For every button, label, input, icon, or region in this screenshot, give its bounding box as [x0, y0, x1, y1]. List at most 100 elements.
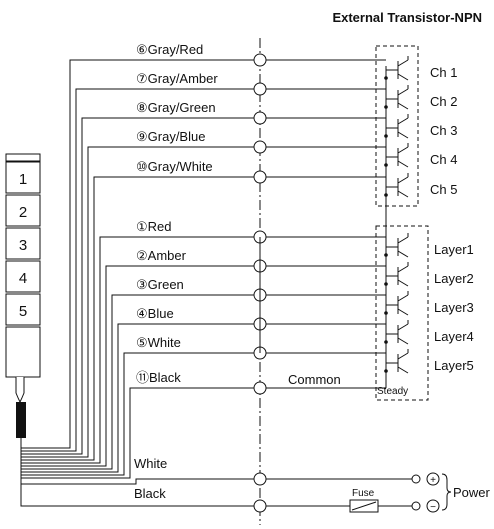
bus-junction: [384, 369, 388, 373]
transistor-emitter: [397, 73, 409, 81]
tower-module-2: [5, 194, 41, 227]
wire-bundle: [20, 53, 387, 507]
transistor-collector: [397, 88, 409, 96]
transistor-collector: [397, 176, 409, 184]
layer-label: Layer2: [434, 271, 474, 286]
wire-node: [253, 381, 267, 395]
transistor-collector: [397, 59, 409, 67]
wire-node: [253, 170, 267, 184]
signal-wire: [20, 236, 254, 464]
layer-label: Layer4: [434, 329, 474, 344]
wire-label: ④Blue: [136, 306, 174, 321]
channel-label: Ch 2: [430, 94, 457, 109]
layer-transistors: [384, 233, 409, 374]
transistor-emitter: [397, 102, 409, 110]
bus-junction: [384, 340, 388, 344]
fuse-element: [351, 501, 377, 511]
steady-label: Steady: [377, 386, 408, 397]
tower-module-5: [5, 293, 41, 326]
bus-junction: [384, 134, 388, 138]
layer-label: Layer5: [434, 358, 474, 373]
signal-wire: [20, 146, 254, 458]
channel-transistor: [384, 173, 409, 198]
layer-label: Layer3: [434, 300, 474, 315]
tower-number: 3: [19, 237, 27, 254]
transistor-collector: [397, 236, 409, 244]
plus-sign-circle: [426, 472, 440, 486]
layer-transistor: [384, 291, 409, 316]
power-white-node: [253, 472, 267, 486]
wire-label: ⑩Gray/White: [136, 159, 213, 174]
tower-module-4: [5, 260, 41, 293]
wire-label: ⑦Gray/Amber: [136, 71, 218, 86]
wire-label: ⑪Black: [136, 370, 181, 385]
channel-transistor: [384, 143, 409, 168]
wire-label: ⑤White: [136, 335, 181, 350]
wire-label: ⑧Gray/Green: [136, 100, 216, 115]
tower-number: 1: [19, 171, 27, 188]
power-black-label: Black: [134, 486, 166, 501]
power-black-node: [253, 499, 267, 513]
tower-number: 2: [19, 204, 27, 221]
channel-transistor: [384, 56, 409, 81]
power-label: Power: [453, 485, 491, 500]
wire-node: [253, 140, 267, 154]
bus-junction: [384, 163, 388, 167]
transistor-collector: [397, 265, 409, 273]
layer-transistor: [384, 262, 409, 287]
common-label: Common: [288, 372, 341, 387]
transistor-emitter: [397, 160, 409, 168]
wire-label: ②Amber: [136, 248, 187, 263]
cable-gland: [15, 377, 25, 404]
minus-sign-circle: [426, 499, 440, 513]
wire-label: ⑥Gray/Red: [136, 42, 203, 57]
bus-junction: [384, 76, 388, 80]
transistor-emitter: [397, 308, 409, 316]
transistor-collector: [397, 294, 409, 302]
layer-transistor: [384, 233, 409, 258]
power-brace: [441, 473, 452, 511]
tower-module-3: [5, 227, 41, 260]
transistor-emitter: [397, 279, 409, 287]
channel-labels: Ch 1Ch 2Ch 3Ch 4Ch 5: [430, 65, 457, 197]
transistor-collector: [397, 352, 409, 360]
wire-labels: ⑥Gray/Red⑦Gray/Amber⑧Gray/Green⑨Gray/Blu…: [136, 42, 218, 385]
diagram-title: External Transistor-NPN: [332, 10, 482, 25]
channel-transistor: [384, 114, 409, 139]
channel-label: Ch 3: [430, 123, 457, 138]
minus-sign: −: [430, 502, 436, 513]
transistor-emitter: [397, 337, 409, 345]
bus-junction: [384, 193, 388, 197]
layer-label: Layer1: [434, 242, 474, 257]
wire-node: [253, 111, 267, 125]
channel-transistor: [384, 85, 409, 110]
bus-junction: [384, 282, 388, 286]
tower-module-1: [5, 161, 41, 194]
cable-sheath: [16, 402, 26, 438]
channel-transistors: [384, 56, 409, 198]
power-black-bundle-wire: [20, 438, 254, 507]
plus-sign: +: [430, 475, 436, 486]
power-white-label: White: [134, 456, 167, 471]
tower-cap: [5, 153, 41, 162]
transistor-collector: [397, 117, 409, 125]
wire-node: [253, 53, 267, 67]
transistor-collector: [397, 323, 409, 331]
bus-junction: [384, 253, 388, 257]
transistor-collector: [397, 146, 409, 154]
transistor-emitter: [397, 190, 409, 198]
transistor-emitter: [397, 366, 409, 374]
wire-node: [253, 82, 267, 96]
transistor-emitter: [397, 250, 409, 258]
tower-number: 5: [19, 303, 27, 320]
bus-junction: [384, 311, 388, 315]
transistor-emitter: [397, 131, 409, 139]
channel-label: Ch 4: [430, 152, 457, 167]
fuse-label: Fuse: [352, 488, 375, 499]
tower-number: 4: [19, 270, 27, 287]
layer-transistor: [384, 349, 409, 374]
signal-tower: 1 2 3 4 5: [5, 153, 41, 438]
layer-transistor: [384, 320, 409, 345]
power-minus-terminal: [411, 501, 421, 511]
